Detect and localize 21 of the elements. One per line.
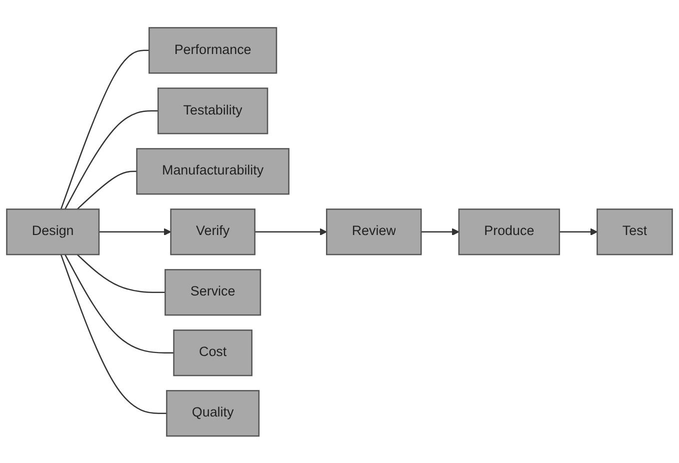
connector <box>60 49 150 210</box>
node-box: Cost <box>173 329 252 376</box>
node-box: Verify <box>170 208 256 255</box>
node-box: Quality <box>166 390 260 436</box>
arrow <box>254 228 327 236</box>
node-box: Review <box>326 208 422 255</box>
connector <box>60 254 167 414</box>
node-box: Testability <box>157 87 268 134</box>
connector <box>64 254 174 354</box>
connector <box>76 254 166 293</box>
arrow <box>99 228 172 236</box>
connector <box>76 170 137 210</box>
node-box: Manufacturability <box>136 148 290 194</box>
connector <box>64 110 158 210</box>
node-box: Test <box>596 208 673 255</box>
node-box: Design <box>6 208 100 255</box>
node-box: Performance <box>148 26 278 74</box>
node-box: Produce <box>458 208 560 255</box>
arrow <box>421 228 460 236</box>
arrow <box>559 228 598 236</box>
node-box: Service <box>164 268 262 316</box>
